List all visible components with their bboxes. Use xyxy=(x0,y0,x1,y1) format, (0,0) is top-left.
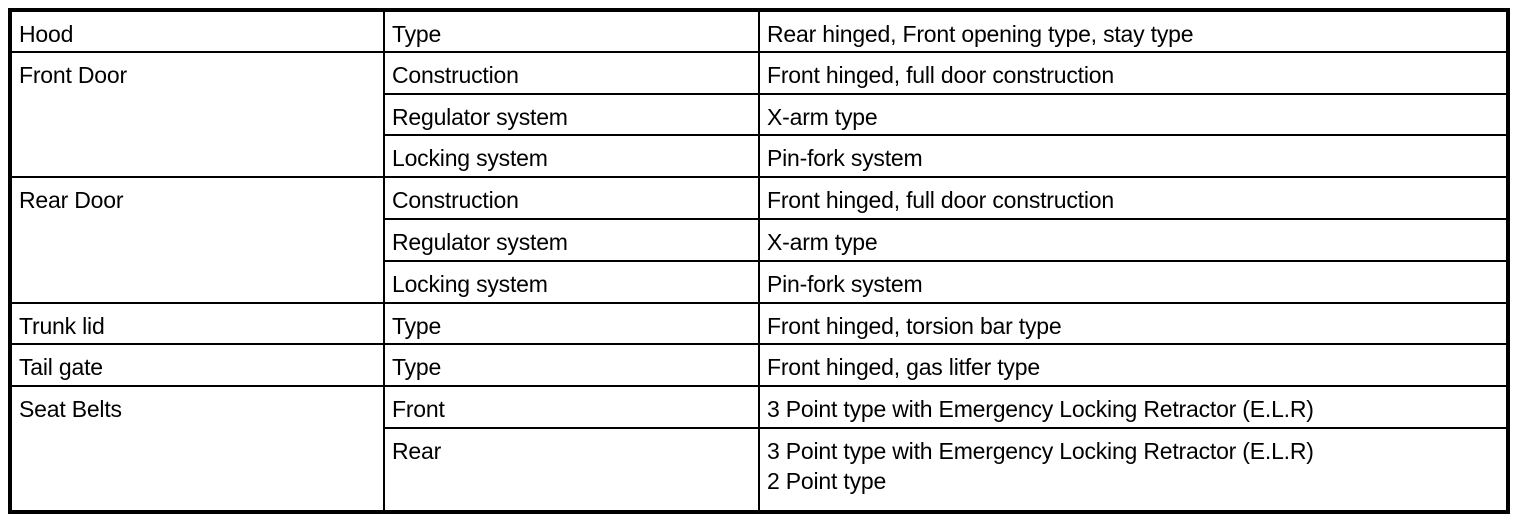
cell-detail-front-door-construction: Front hinged, full door construction xyxy=(758,50,1509,95)
cell-detail-trunk-lid-type: Front hinged, torsion bar type xyxy=(758,301,1509,346)
cell-detail-tail-gate-type: Front hinged, gas litfer type xyxy=(758,343,1509,388)
cell-detail-front-door-locking: Pin-fork system xyxy=(758,134,1509,179)
cell-group-trunk-lid: Trunk lid xyxy=(9,301,385,346)
cell-item-seat-belts-rear: Rear xyxy=(383,426,760,513)
cell-detail-rear-door-locking: Pin-fork system xyxy=(758,259,1509,304)
cell-detail-rear-door-construction: Front hinged, full door construction xyxy=(758,176,1509,220)
cell-detail-seat-belts-front: 3 Point type with Emergency Locking Retr… xyxy=(758,385,1509,429)
table-body: Hood Type Rear hinged, Front opening typ… xyxy=(9,9,1509,513)
table-row: Trunk lid Type Front hinged, torsion bar… xyxy=(9,301,1509,346)
cell-group-hood: Hood xyxy=(9,9,385,53)
cell-item-trunk-lid-type: Type xyxy=(383,301,760,346)
cell-item-rear-door-construction: Construction xyxy=(383,176,760,220)
cell-item-rear-door-locking: Locking system xyxy=(383,259,760,304)
table-row: Locking system Pin-fork system xyxy=(10,259,1509,304)
table-row: Tail gate Type Front hinged, gas litfer … xyxy=(9,343,1509,388)
cell-item-seat-belts-front: Front xyxy=(383,385,760,429)
cell-item-front-door-locking: Locking system xyxy=(383,134,760,179)
cell-item-front-door-regulator: Regulator system xyxy=(383,92,760,137)
cell-group-rear-door: Rear Door xyxy=(9,176,385,304)
cell-detail-front-door-regulator: X-arm type xyxy=(758,92,1509,137)
table-row: Regulator system X-arm type xyxy=(10,217,1509,262)
body-specification-table: Hood Type Rear hinged, Front opening typ… xyxy=(8,8,1510,514)
table-row: Locking system Pin-fork system xyxy=(10,134,1509,179)
cell-detail-seat-belts-rear: 3 Point type with Emergency Locking Retr… xyxy=(758,426,1509,513)
cell-group-front-door: Front Door xyxy=(9,50,385,179)
table-row: Rear Door Construction Front hinged, ful… xyxy=(9,176,1509,304)
cell-detail-hood-type: Rear hinged, Front opening type, stay ty… xyxy=(758,9,1509,53)
cell-group-tail-gate: Tail gate xyxy=(9,343,385,388)
cell-item-rear-door-regulator: Regulator system xyxy=(383,217,760,262)
table-row: Hood Type Rear hinged, Front opening typ… xyxy=(9,9,1509,53)
cell-detail-rear-door-regulator: X-arm type xyxy=(758,217,1509,262)
cell-group-seat-belts: Seat Belts xyxy=(9,385,385,513)
table-row: Front Door Construction Front hinged, fu… xyxy=(9,50,1509,179)
table-row: Seat Belts Front 3 Point type with Emerg… xyxy=(9,385,1509,513)
cell-item-tail-gate-type: Type xyxy=(383,343,760,388)
table-row: Regulator system X-arm type xyxy=(10,92,1509,137)
cell-item-front-door-construction: Construction xyxy=(383,50,760,95)
cell-item-hood-type: Type xyxy=(383,9,760,53)
